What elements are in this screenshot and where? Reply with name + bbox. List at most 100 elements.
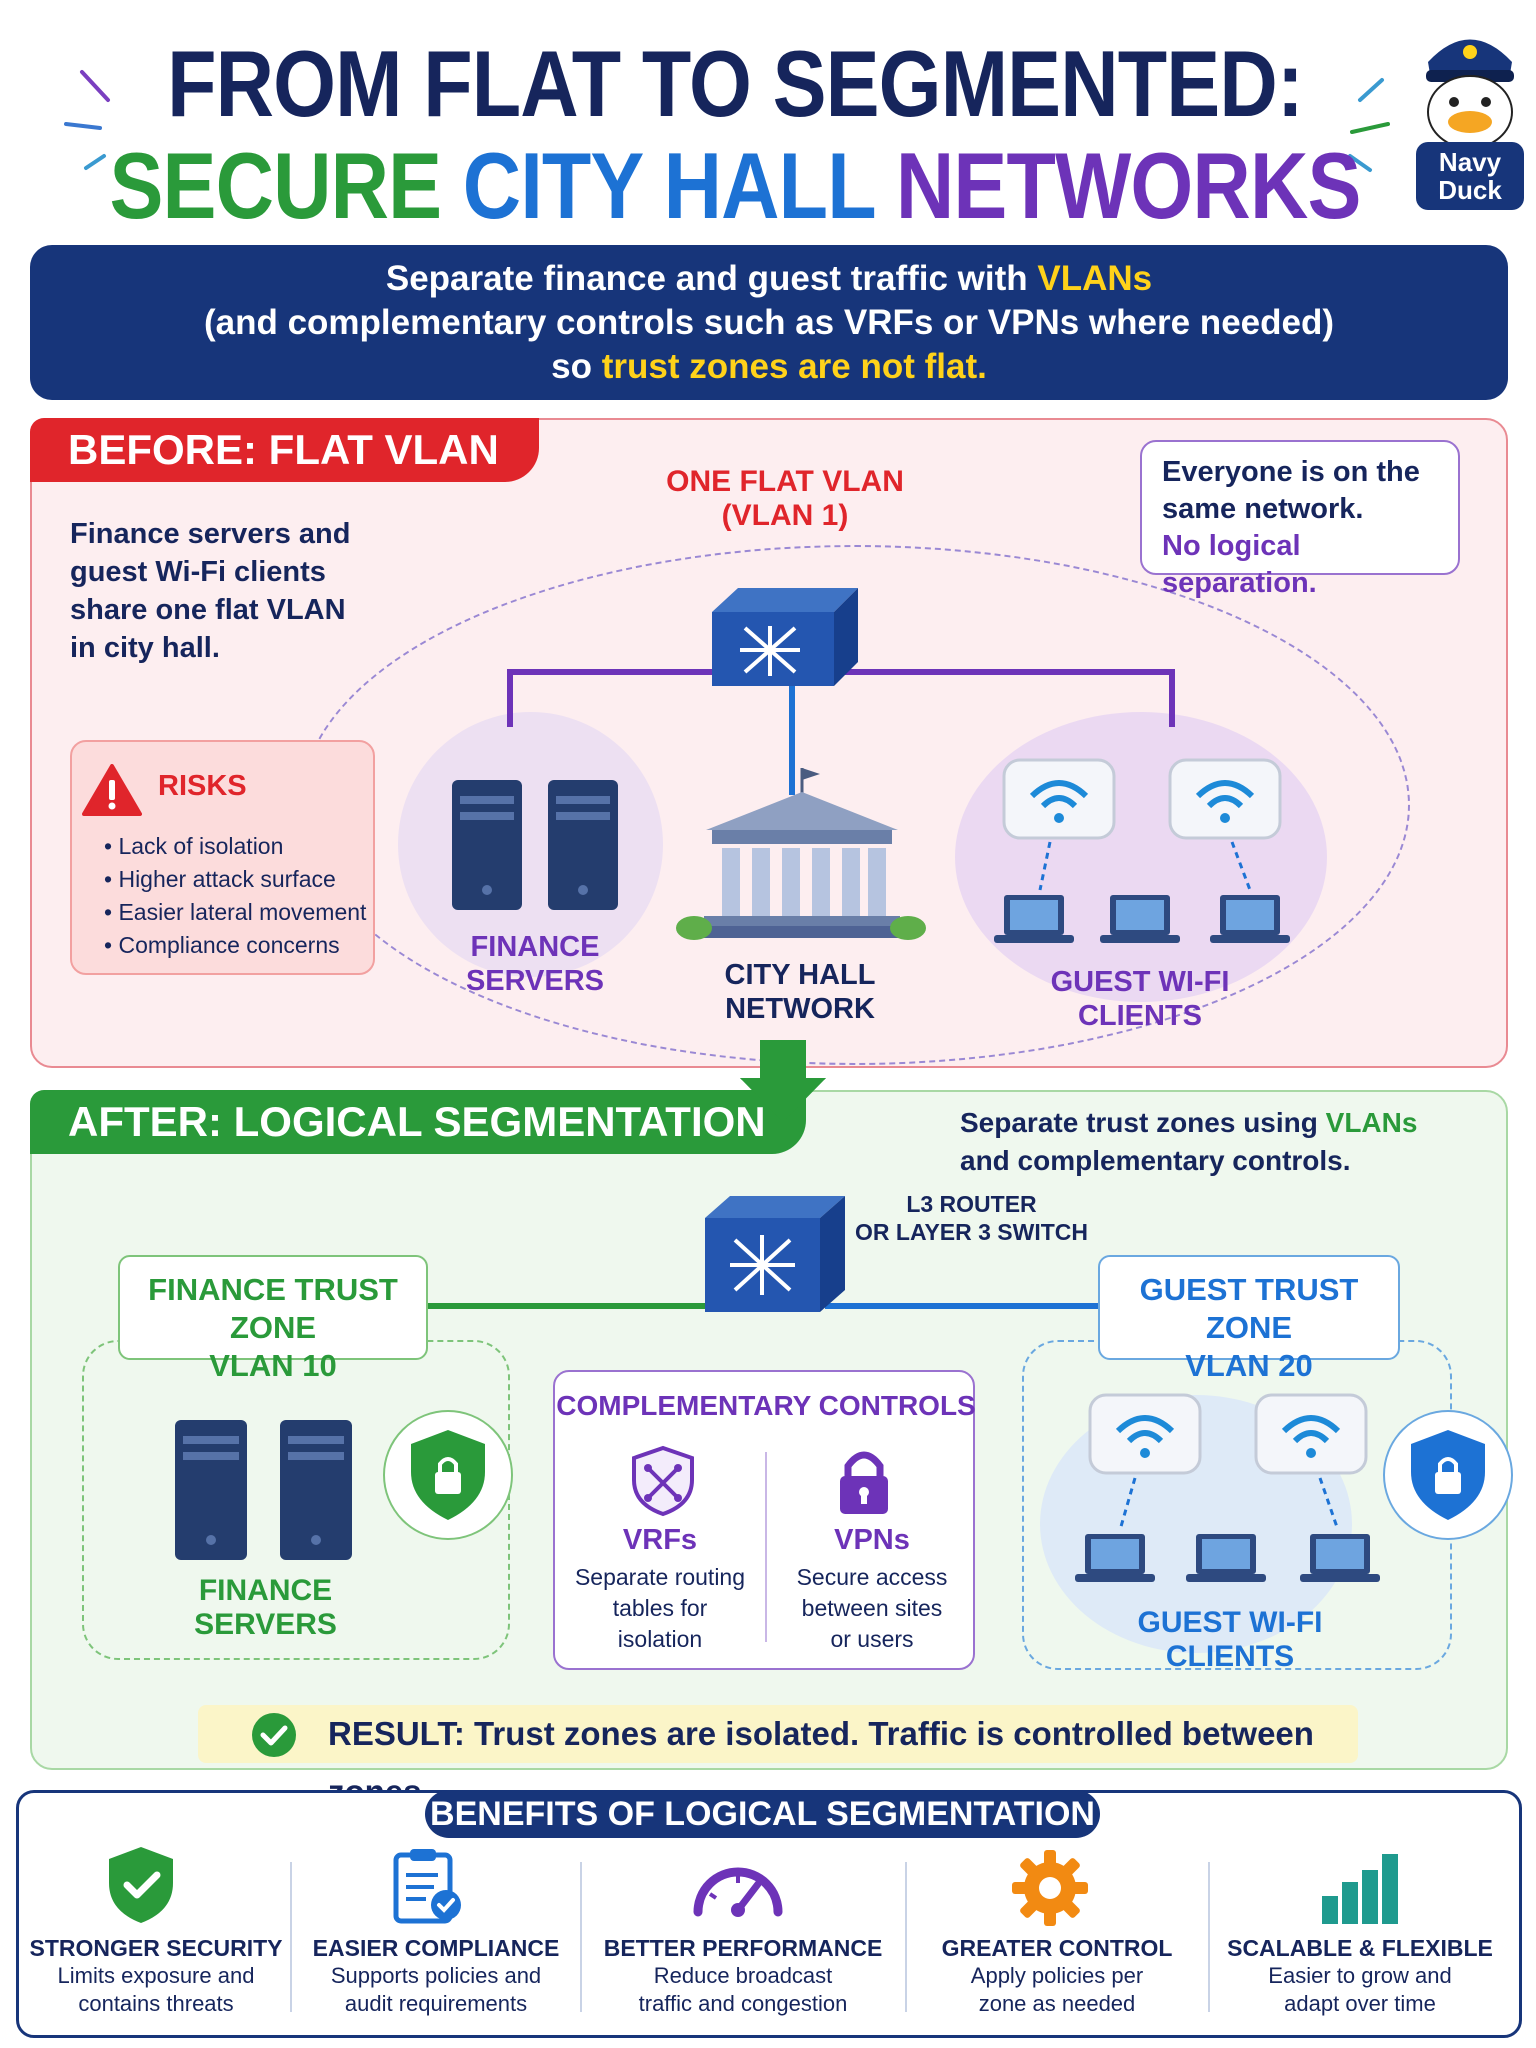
decor-lines-left	[60, 60, 140, 180]
before-guest-label-2: CLIENTS	[1077, 1000, 1203, 1032]
benefit-clipboard-icon	[393, 1849, 461, 1924]
after-finance-label-2: SERVERS	[194, 1608, 337, 1641]
after-description: Separate trust zones using VLANs and com…	[960, 1104, 1417, 1180]
vpn-description: Secure access between sites or users	[767, 1562, 977, 1655]
laptop-icon	[1300, 1534, 1380, 1582]
banner-line3: so trust zones are not flat.	[30, 345, 1508, 389]
benefit-desc: adapt over time	[1284, 1991, 1436, 2016]
before-finance-label-1: FINANCE	[470, 931, 600, 963]
wifi-access-point-icon	[1088, 1393, 1202, 1475]
vpn-lock-icon	[840, 1451, 888, 1514]
guest-zone-label-1: GUEST TRUST ZONE	[1139, 1272, 1359, 1345]
benefit-desc: Easier to grow and	[1268, 1963, 1452, 1988]
after-desc-line2: and complementary controls.	[960, 1145, 1351, 1176]
benefit-title: EASIER COMPLIANCE	[312, 1935, 560, 1961]
risk-item: Higher attack surface	[104, 863, 366, 896]
guest-zone-label: GUEST TRUST ZONE VLAN 20	[1098, 1255, 1400, 1383]
risks-box: RISKS Lack of isolation Higher attack su…	[70, 740, 375, 975]
vrf-desc-line: Separate routing	[574, 1564, 746, 1590]
guest-zone-label-2: VLAN 20	[1185, 1348, 1313, 1383]
benefit-desc: Supports policies and	[330, 1963, 542, 1988]
after-tag: AFTER: LOGICAL SEGMENTATION	[30, 1090, 806, 1154]
benefit-item: EASIER COMPLIANCE Supports policies and …	[292, 1935, 580, 2018]
vrf-title: VRFs	[622, 1524, 698, 1556]
mascot-label: Navy Duck	[1416, 142, 1524, 210]
benefits-title: BENEFITS OF LOGICAL SEGMENTATION	[425, 1790, 1100, 1838]
benefit-divider	[905, 1862, 907, 2012]
title-word-secure: SECURE	[109, 133, 442, 238]
before-guest-label: GUEST WI-FI CLIENTS	[1020, 965, 1260, 1033]
benefit-title: BETTER PERFORMANCE	[603, 1935, 883, 1961]
benefit-desc: traffic and congestion	[638, 1991, 848, 2016]
before-tag: BEFORE: FLAT VLAN	[30, 418, 539, 482]
risks-title: RISKS	[158, 770, 247, 802]
benefit-item: BETTER PERFORMANCE Reduce broadcast traf…	[582, 1935, 904, 2018]
warning-icon	[82, 764, 142, 823]
l3-router-icon	[705, 1196, 845, 1312]
transition-arrow	[740, 1040, 826, 1122]
risk-item: Compliance concerns	[104, 929, 366, 962]
after-guest-label: GUEST WI-FI CLIENTS	[1110, 1606, 1350, 1674]
before-guest-label-1: GUEST WI-FI	[1050, 966, 1230, 998]
risk-item: Lack of isolation	[104, 830, 366, 863]
after-finance-label-1: FINANCE	[198, 1574, 333, 1607]
wifi-access-point-icon	[1002, 758, 1116, 840]
finance-server-icon	[452, 780, 522, 910]
risks-list: Lack of isolation Higher attack surface …	[104, 830, 366, 962]
finance-server-icon	[280, 1420, 352, 1560]
benefit-shield-icon	[109, 1847, 173, 1923]
cityhall-label-2: NETWORK	[725, 993, 875, 1025]
benefit-desc: Limits exposure and	[57, 1963, 255, 1988]
router-label-2: OR LAYER 3 SWITCH	[855, 1219, 1089, 1245]
benefit-divider	[290, 1862, 292, 2012]
finance-zone-label-1: FINANCE TRUST ZONE	[148, 1272, 398, 1345]
complementary-controls-box: COMPLEMENTARY CONTROLS VRFs VPNs Separat…	[553, 1370, 977, 1670]
callout-line3: No logical separation.	[1162, 530, 1317, 599]
title-word-cityhall: CITY HALL	[462, 133, 875, 238]
vrf-description: Separate routing tables for isolation	[555, 1562, 765, 1655]
laptop-icon	[994, 895, 1074, 943]
benefit-item: STRONGER SECURITY Limits exposure and co…	[22, 1935, 290, 2018]
banner-trust-zones: trust zones are not flat.	[601, 347, 987, 386]
controls-divider	[765, 1452, 767, 1642]
before-description: Finance servers and guest Wi-Fi clients …	[70, 515, 350, 667]
flat-connector-line	[507, 669, 1175, 727]
benefit-item: GREATER CONTROL Apply policies per zone …	[907, 1935, 1207, 2018]
benefit-gauge-icon	[693, 1867, 783, 1917]
banner-line1: Separate finance and guest traffic with …	[30, 257, 1508, 301]
page-title-line2: SECURE CITY HALL NETWORKS	[103, 132, 1367, 240]
banner-line1-text: Separate finance and guest traffic with	[385, 259, 1028, 298]
laptop-icon	[1210, 895, 1290, 943]
cityhall-label: CITY HALL NETWORK	[685, 958, 915, 1026]
result-bar: RESULT: Trust zones are isolated. Traffi…	[198, 1705, 1358, 1810]
callout-line1: Everyone is on the	[1162, 456, 1420, 488]
after-desc-line1: Separate trust zones using VLANs	[960, 1104, 1417, 1142]
mascot-label-text: Navy Duck	[1438, 147, 1502, 205]
before-finance-label-2: SERVERS	[465, 965, 605, 997]
finance-zone-label-2: VLAN 10	[209, 1348, 337, 1383]
finance-zone-label: FINANCE TRUST ZONE VLAN 10	[118, 1255, 428, 1383]
title-word-networks: NETWORKS	[895, 133, 1362, 238]
finance-server-icon	[175, 1420, 247, 1560]
benefit-gear-icon	[1012, 1850, 1088, 1926]
before-desc-line: in city hall.	[70, 632, 220, 664]
after-desc-text: Separate trust zones using	[960, 1107, 1318, 1138]
vpn-desc-line: or users	[830, 1626, 914, 1652]
benefit-desc: contains threats	[78, 1991, 234, 2016]
banner-line2: (and complementary controls such as VRFs…	[203, 303, 1335, 342]
before-callout: Everyone is on the same network. No logi…	[1140, 440, 1460, 599]
finance-blob	[398, 712, 663, 977]
callout-line2: same network.	[1162, 493, 1364, 525]
benefit-desc: audit requirements	[344, 1991, 528, 2016]
wifi-access-point-icon	[1168, 758, 1282, 840]
cityhall-label-1: CITY HALL	[724, 959, 876, 991]
laptop-icon	[1186, 1534, 1266, 1582]
after-desc-vlans: VLANs	[1325, 1107, 1418, 1138]
before-desc-line: guest Wi-Fi clients	[70, 556, 326, 588]
flat-vlan-label: ONE FLAT VLAN (VLAN 1)	[640, 465, 930, 533]
benefit-item: SCALABLE & FLEXIBLE Easier to grow and a…	[1210, 1935, 1510, 2018]
check-circle-icon	[252, 1713, 296, 1757]
vrf-shield-icon	[632, 1445, 694, 1517]
controls-title: COMPLEMENTARY CONTROLS	[556, 1390, 976, 1421]
wifi-access-point-icon	[1254, 1393, 1368, 1475]
